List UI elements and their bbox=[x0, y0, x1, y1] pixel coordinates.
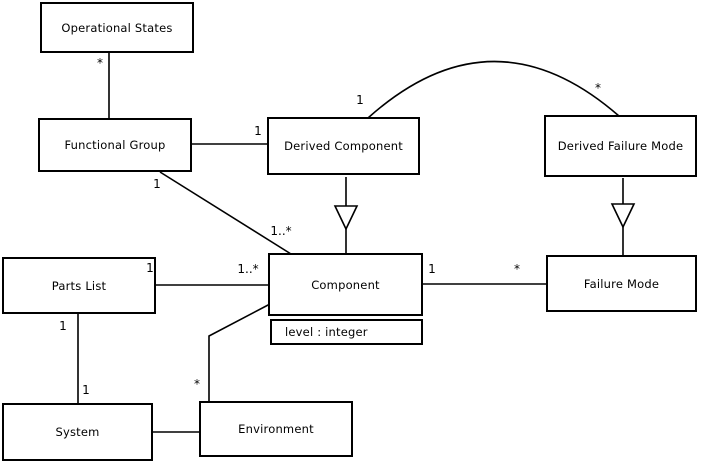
multiplicity-failure-mode: * bbox=[514, 262, 520, 276]
class-operational-states: Operational States bbox=[40, 2, 194, 53]
multiplicity-functional-group-comp: 1 bbox=[153, 177, 161, 191]
class-derived-component: Derived Component bbox=[267, 117, 420, 175]
edge-derived-component-derived-failure-mode-arc bbox=[367, 60, 620, 119]
class-failure-mode: Failure Mode bbox=[546, 255, 697, 312]
class-functional-group-label: Functional Group bbox=[64, 138, 166, 152]
multiplicity-derived-component-arc: 1 bbox=[356, 93, 364, 107]
multiplicity-component-parts-list: 1..* bbox=[237, 262, 259, 276]
class-failure-mode-label: Failure Mode bbox=[583, 276, 660, 291]
class-component-attributes: level : integer bbox=[270, 319, 423, 345]
class-functional-group: Functional Group bbox=[38, 118, 192, 172]
class-system: System bbox=[2, 403, 153, 461]
multiplicity-system: 1 bbox=[82, 383, 90, 397]
class-component: Component bbox=[268, 253, 423, 316]
class-environment-label: Environment bbox=[238, 422, 314, 436]
class-derived-failure-mode: Derived Failure Mode bbox=[544, 115, 697, 177]
class-component-attribute-level: level : integer bbox=[285, 325, 368, 339]
class-environment: Environment bbox=[199, 401, 353, 457]
multiplicity-parts-list-system: 1 bbox=[59, 319, 67, 333]
class-component-label: Component bbox=[311, 277, 380, 292]
multiplicity-operational-states: * bbox=[97, 56, 103, 70]
generalization-triangle-derived-component bbox=[333, 205, 359, 231]
class-parts-list-label: Parts List bbox=[51, 278, 107, 293]
multiplicity-component-fm: 1 bbox=[428, 262, 436, 276]
multiplicity-derived-component-fg: 1 bbox=[254, 124, 262, 138]
edge-component-environment bbox=[208, 303, 271, 402]
multiplicity-parts-list-comp: 1 bbox=[146, 261, 154, 275]
class-parts-list: Parts List bbox=[2, 257, 156, 314]
class-system-label: System bbox=[55, 425, 100, 439]
class-derived-component-label: Derived Component bbox=[284, 139, 403, 153]
class-operational-states-label: Operational States bbox=[61, 20, 173, 35]
multiplicity-derived-failure-mode-arc: * bbox=[595, 81, 601, 95]
class-derived-failure-mode-label: Derived Failure Mode bbox=[557, 139, 684, 153]
edge-functional-group-component bbox=[159, 171, 292, 255]
multiplicity-component-fg: 1..* bbox=[270, 224, 292, 238]
generalization-triangle-derived-failure-mode bbox=[610, 203, 636, 229]
multiplicity-environment: * bbox=[194, 377, 200, 391]
